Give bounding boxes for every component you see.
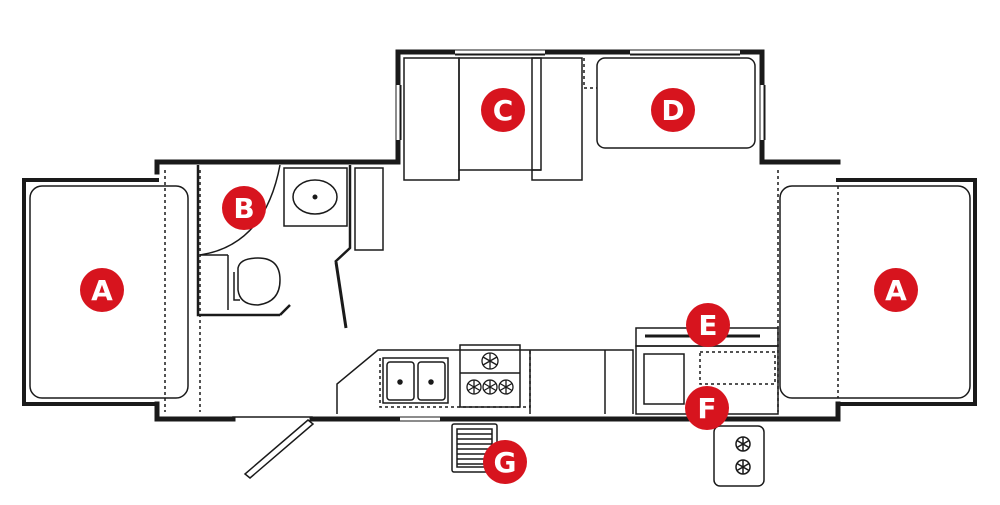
marker-label: A [91, 274, 113, 307]
dinette [403, 57, 583, 181]
dinette-bench-left [403, 57, 460, 181]
toilet [237, 257, 281, 306]
bottom-wall-left [154, 401, 236, 422]
dinette-bench-right [531, 57, 583, 181]
exterior-walls [22, 49, 977, 422]
dinette-table [458, 57, 542, 171]
marker-bed-right: A [874, 268, 918, 312]
left-tent-wall [22, 178, 159, 406]
kitchen [336, 344, 634, 414]
top-wall [154, 49, 841, 175]
burner-icon [481, 352, 499, 370]
door-swing [334, 261, 348, 329]
marker-sofa: D [651, 88, 695, 132]
sofa [583, 57, 756, 149]
counter-dashed [379, 350, 531, 408]
bed-right [777, 170, 971, 412]
marker-label: F [697, 392, 716, 425]
kitchen-sink-frame [382, 357, 449, 404]
marker-dinette: C [481, 88, 525, 132]
marker-label: A [885, 274, 907, 307]
right-tent-wall [836, 178, 977, 406]
burner-icon [735, 436, 751, 452]
burner-icon [735, 459, 751, 475]
bathroom-right-wall [334, 165, 352, 263]
bathroom-sink-counter [283, 167, 348, 227]
marker-label: D [661, 94, 684, 127]
window-lines [395, 49, 766, 140]
bed-right-mattress [779, 185, 971, 399]
burner-icon [466, 379, 482, 395]
sofa-cushion [596, 57, 756, 149]
stove-burners [466, 352, 514, 395]
bathroom [196, 164, 352, 317]
marker-entry-step: G [483, 440, 527, 484]
wardrobe [334, 167, 384, 329]
bed-left-mattress [29, 185, 189, 399]
marker-label: G [494, 446, 517, 479]
marker-label: E [698, 309, 717, 342]
bathroom-sink [292, 179, 338, 215]
burner-icon [498, 379, 514, 395]
marker-kitchen-counter: F [685, 386, 729, 430]
kitchen-sink-right [417, 361, 446, 401]
burner-icon [482, 379, 498, 395]
kitchen-sink-left [386, 361, 415, 401]
bed-left [29, 170, 201, 412]
kitchen-counter [336, 349, 634, 414]
stove [459, 344, 521, 408]
outdoor-griddle [713, 425, 765, 487]
bottom-wall-right [309, 401, 841, 422]
marker-bathroom: B [222, 186, 266, 230]
microwave [643, 353, 685, 405]
windows [396, 50, 764, 421]
marker-label: C [493, 94, 514, 127]
marker-label: B [233, 192, 254, 225]
bathroom-wall [196, 165, 280, 317]
marker-bed-left: A [80, 268, 124, 312]
entry-door [243, 419, 315, 479]
marker-entertainment: E [686, 303, 730, 347]
